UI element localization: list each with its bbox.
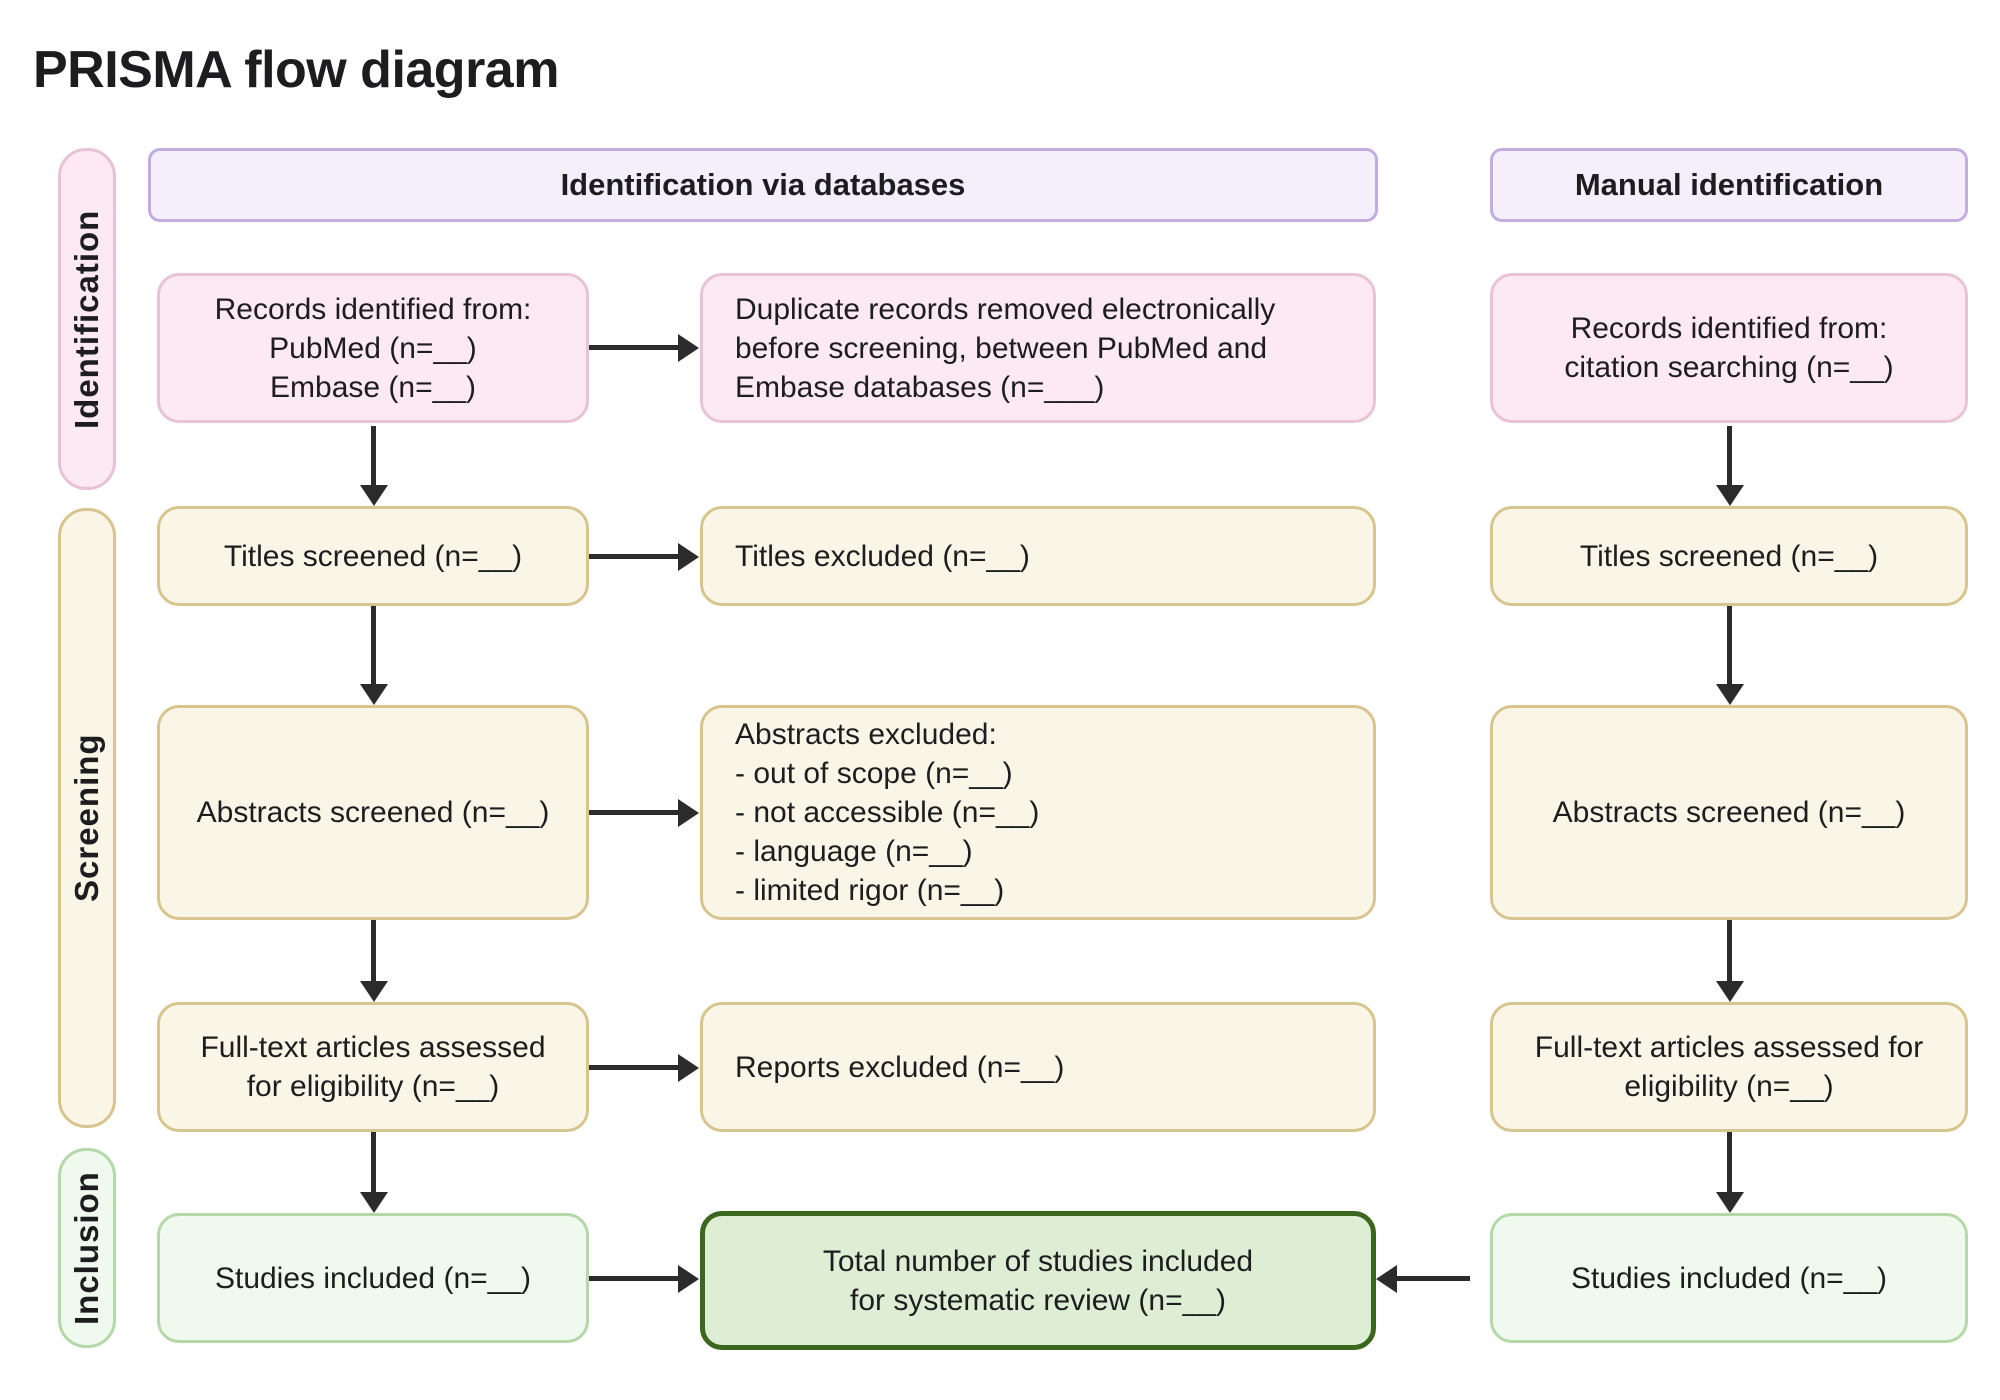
box-fulltext-assessed-databases: Full-text articles assessed for eligibil…	[157, 1002, 589, 1132]
box-records-identified-manual: Records identified from: citation search…	[1490, 273, 1968, 423]
arrow-fulltext-to-reports-excluded	[589, 1065, 679, 1070]
arrow-records-to-duplicates	[589, 345, 679, 350]
arrow-records-to-titles-manual	[1727, 426, 1732, 486]
box-titles-screened-manual: Titles screened (n=__)	[1490, 506, 1968, 606]
arrow-studies-to-total	[589, 1276, 679, 1281]
arrow-fulltext-to-studies-db	[371, 1132, 376, 1193]
box-studies-included-manual: Studies included (n=__)	[1490, 1213, 1968, 1343]
box-records-identified-databases: Records identified from: PubMed (n=__) E…	[157, 273, 589, 423]
box-titles-screened-databases: Titles screened (n=__)	[157, 506, 589, 606]
arrow-titles-to-abstracts-manual	[1727, 606, 1732, 685]
box-duplicates-removed: Duplicate records removed electronically…	[700, 273, 1376, 423]
box-fulltext-assessed-manual: Full-text articles assessed for eligibil…	[1490, 1002, 1968, 1132]
box-studies-included-databases: Studies included (n=__)	[157, 1213, 589, 1343]
arrow-manual-studies-to-total	[1396, 1276, 1470, 1281]
box-abstracts-screened-manual: Abstracts screened (n=__)	[1490, 705, 1968, 920]
arrow-abstracts-to-fulltext-db	[371, 920, 376, 982]
stage-label-inclusion: Inclusion	[58, 1148, 116, 1348]
arrow-abstracts-to-fulltext-manual	[1727, 920, 1732, 982]
box-abstracts-excluded: Abstracts excluded: - out of scope (n=__…	[700, 705, 1376, 920]
stage-label-identification: Identification	[58, 148, 116, 490]
header-identification-via-databases: Identification via databases	[148, 148, 1378, 222]
stage-label-screening: Screening	[58, 508, 116, 1128]
box-reports-excluded: Reports excluded (n=__)	[700, 1002, 1376, 1132]
arrow-titles-to-titles-excluded	[589, 554, 679, 559]
page-title: PRISMA flow diagram	[33, 41, 559, 99]
arrow-titles-to-abstracts-db	[371, 606, 376, 685]
arrow-fulltext-to-studies-manual	[1727, 1132, 1732, 1193]
box-abstracts-screened-databases: Abstracts screened (n=__)	[157, 705, 589, 920]
box-total-studies-included: Total number of studies included for sys…	[700, 1211, 1376, 1350]
box-titles-excluded: Titles excluded (n=__)	[700, 506, 1376, 606]
header-manual-identification: Manual identification	[1490, 148, 1968, 222]
arrow-records-to-titles-db	[371, 426, 376, 486]
arrow-abstracts-to-abstracts-excluded	[589, 810, 679, 815]
